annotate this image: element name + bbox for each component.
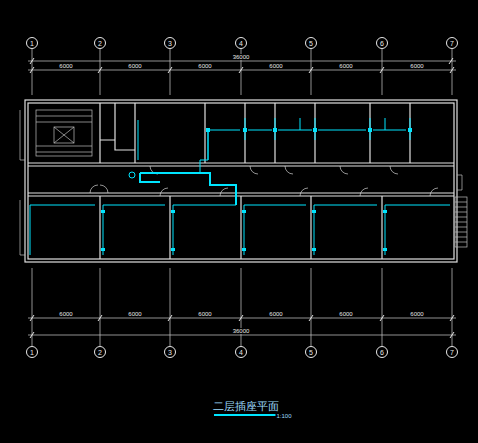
dimension-text: 6000 <box>58 63 73 69</box>
axis-number: 6 <box>380 40 384 47</box>
axis-number: 4 <box>239 40 243 47</box>
scale-note: 1:100 <box>275 413 292 419</box>
axis-bubble: 2 <box>94 346 106 358</box>
axis-bubble: 1 <box>26 37 38 49</box>
axis-number: 7 <box>450 349 454 356</box>
axis-bubble: 4 <box>235 37 247 49</box>
axis-number: 6 <box>380 349 384 356</box>
dimension-text: 36000 <box>232 54 251 60</box>
axis-number: 4 <box>239 349 243 356</box>
axis-bubble: 4 <box>235 346 247 358</box>
dimension-text: 36000 <box>232 328 251 334</box>
axis-number: 5 <box>309 40 313 47</box>
dimension-text: 6000 <box>268 311 283 317</box>
axis-bubble: 6 <box>376 346 388 358</box>
axis-bubble: 7 <box>446 37 458 49</box>
axis-bubble: 6 <box>376 37 388 49</box>
dimension-text: 6000 <box>58 311 73 317</box>
dimension-text: 6000 <box>127 311 142 317</box>
drawing-title: 二层插座平面 <box>213 401 279 412</box>
dimension-text: 6000 <box>338 311 353 317</box>
dimension-text: 6000 <box>268 63 283 69</box>
axis-number: 2 <box>98 40 102 47</box>
axis-bubble: 7 <box>446 346 458 358</box>
axis-bubble: 1 <box>26 346 38 358</box>
dimension-text: 6000 <box>127 63 142 69</box>
axis-bubble: 3 <box>164 37 176 49</box>
axis-bubble: 2 <box>94 37 106 49</box>
axis-number: 1 <box>30 40 34 47</box>
axis-number: 3 <box>168 40 172 47</box>
axis-number: 5 <box>309 349 313 356</box>
dimension-text: 6000 <box>409 63 424 69</box>
axis-number: 7 <box>450 40 454 47</box>
axis-bubble: 5 <box>305 346 317 358</box>
axis-number: 2 <box>98 349 102 356</box>
axis-bubble: 5 <box>305 37 317 49</box>
dimension-text: 6000 <box>197 63 212 69</box>
dimension-text: 6000 <box>338 63 353 69</box>
axis-number: 3 <box>168 349 172 356</box>
dimension-text: 6000 <box>409 311 424 317</box>
axis-number: 1 <box>30 349 34 356</box>
dimension-text: 6000 <box>197 311 212 317</box>
axis-bubble: 3 <box>164 346 176 358</box>
